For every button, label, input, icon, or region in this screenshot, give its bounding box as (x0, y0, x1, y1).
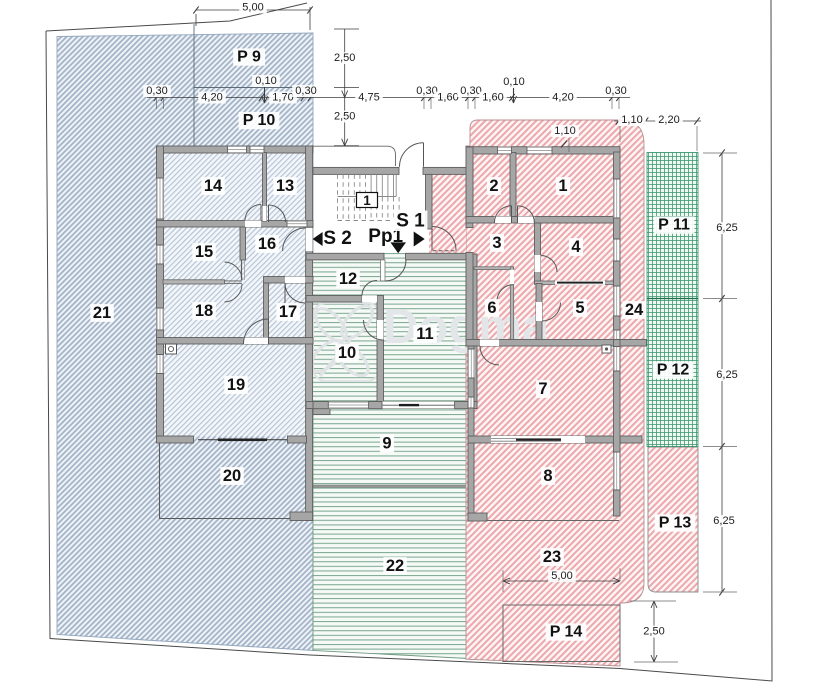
svg-text:0,10: 0,10 (503, 76, 524, 88)
svg-text:6: 6 (487, 299, 496, 317)
svg-text:19: 19 (227, 376, 245, 394)
svg-text:21: 21 (93, 304, 111, 322)
svg-text:P 10: P 10 (243, 112, 276, 129)
svg-text:13: 13 (276, 177, 294, 195)
svg-text:23: 23 (543, 548, 561, 566)
svg-text:11: 11 (416, 325, 433, 343)
svg-text:9: 9 (382, 435, 391, 453)
svg-text:1,10: 1,10 (621, 114, 642, 126)
svg-text:4: 4 (571, 238, 581, 256)
svg-text:15: 15 (195, 243, 213, 261)
svg-text:5,00: 5,00 (242, 2, 263, 14)
svg-text:5: 5 (575, 299, 584, 317)
svg-text:7: 7 (538, 380, 547, 398)
svg-text:6,25: 6,25 (716, 369, 737, 381)
svg-text:16: 16 (258, 235, 276, 253)
svg-text:1,70: 1,70 (272, 92, 293, 104)
svg-text:3: 3 (492, 234, 501, 252)
svg-text:0,30: 0,30 (416, 85, 437, 97)
svg-text:24: 24 (625, 301, 644, 319)
svg-text:17: 17 (279, 303, 297, 321)
svg-text:1,60: 1,60 (437, 92, 458, 104)
svg-text:4,20: 4,20 (201, 92, 222, 104)
svg-text:18: 18 (195, 302, 213, 320)
svg-text:0,30: 0,30 (605, 85, 626, 97)
svg-text:22: 22 (386, 557, 404, 575)
svg-text:S 2: S 2 (323, 228, 352, 249)
svg-text:2,50: 2,50 (334, 52, 355, 64)
svg-text:Pp1: Pp1 (368, 226, 403, 247)
svg-text:P 14: P 14 (550, 624, 583, 641)
svg-text:0,30: 0,30 (460, 85, 481, 97)
svg-text:1,10: 1,10 (554, 125, 575, 137)
svg-text:P 11: P 11 (658, 217, 690, 234)
svg-text:1: 1 (558, 177, 567, 195)
svg-text:0,30: 0,30 (146, 85, 167, 97)
svg-text:P 9: P 9 (237, 49, 261, 66)
svg-text:12: 12 (339, 270, 357, 288)
svg-text:P 13: P 13 (659, 515, 692, 532)
svg-text:10: 10 (338, 344, 356, 362)
svg-text:2: 2 (489, 177, 498, 195)
svg-text:0,10: 0,10 (255, 75, 276, 87)
svg-text:0,30: 0,30 (295, 85, 316, 97)
svg-text:14: 14 (204, 177, 223, 195)
svg-text:2,50: 2,50 (334, 111, 355, 123)
svg-text:4,20: 4,20 (552, 92, 573, 104)
svg-text:4,75: 4,75 (358, 92, 379, 104)
svg-text:6,25: 6,25 (713, 515, 734, 527)
svg-text:2,50: 2,50 (643, 626, 664, 638)
svg-text:5,00: 5,00 (551, 570, 572, 582)
svg-text:S 1: S 1 (396, 210, 425, 231)
svg-text:8: 8 (543, 467, 552, 485)
svg-text:1: 1 (363, 193, 371, 208)
svg-text:20: 20 (223, 467, 241, 485)
svg-text:2,20: 2,20 (658, 114, 679, 126)
svg-text:1,60: 1,60 (482, 92, 503, 104)
svg-text:6,25: 6,25 (716, 222, 737, 234)
svg-text:P 12: P 12 (657, 362, 690, 379)
